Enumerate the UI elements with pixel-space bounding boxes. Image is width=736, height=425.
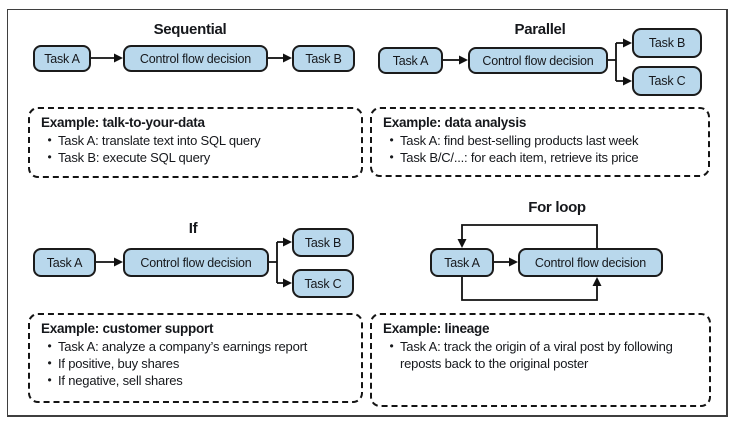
arrow-right-icon <box>283 278 292 288</box>
arrow-right-icon <box>509 257 518 267</box>
parallel-task-c-node: Task C <box>632 66 702 96</box>
example-title: Example: talk-to-your-data <box>41 115 205 130</box>
example-title: Example: data analysis <box>383 115 527 130</box>
forloop-title: For loop <box>528 199 586 216</box>
sequential-decision-node: Control flow decision <box>123 45 268 72</box>
arrow-right-icon <box>283 53 292 63</box>
forloop-task-a-node: Task A <box>430 248 494 277</box>
example-bullet: • Task A: find best-selling products las… <box>383 132 700 149</box>
arrow-down-icon <box>457 239 467 248</box>
example-title: Example: customer support <box>41 321 214 336</box>
figure-border-frame <box>7 9 728 417</box>
if-task-b-node: Task B <box>292 228 354 257</box>
if-task-c-node: Task C <box>292 269 354 298</box>
arrow-right-icon <box>114 53 123 63</box>
bullet-icon: • <box>47 339 52 353</box>
bullet-icon: • <box>47 356 52 370</box>
parallel-task-a-node: Task A <box>378 47 443 74</box>
if-task-a-node: Task A <box>33 248 96 277</box>
bullet-icon: • <box>389 150 394 164</box>
example-bullet: • Task A: track the origin of a viral po… <box>383 338 701 372</box>
sequential-task-a-node: Task A <box>33 45 91 72</box>
parallel-branch-lines <box>608 42 623 82</box>
sequential-title: Sequential <box>153 21 227 38</box>
parallel-title: Parallel <box>514 21 566 38</box>
example-box-data-analysis: Example: data analysis • Task A: find be… <box>370 107 710 177</box>
bullet-icon: • <box>389 133 394 147</box>
example-box-lineage: Example: lineage • Task A: track the ori… <box>370 313 711 407</box>
bullet-text: Task A: analyze a company’s earnings rep… <box>58 339 308 354</box>
arrow-right-icon <box>114 257 123 267</box>
if-title: If <box>188 220 198 237</box>
bullet-text: Task A: find best-selling products last … <box>400 133 639 148</box>
if-decision-node: Control flow decision <box>123 248 269 277</box>
forloop-decision-node: Control flow decision <box>518 248 663 277</box>
bullet-icon: • <box>389 339 394 353</box>
bullet-text: Task A: translate text into SQL query <box>58 133 261 148</box>
arrow-right-icon <box>623 76 632 86</box>
example-bullet: • If negative, sell shares <box>41 372 353 389</box>
parallel-decision-node: Control flow decision <box>468 47 608 74</box>
bullet-icon: • <box>47 150 52 164</box>
bullet-text: Task B: execute SQL query <box>58 150 211 165</box>
example-box-talk-to-your-data: Example: talk-to-your-data • Task A: tra… <box>28 107 363 178</box>
arrow-right-icon <box>283 237 292 247</box>
example-bullet: • If positive, buy shares <box>41 355 353 372</box>
bullet-icon: • <box>47 373 52 387</box>
forloop-bottom-rail <box>461 277 598 301</box>
arrow-right-icon <box>459 55 468 65</box>
example-box-customer-support: Example: customer support • Task A: anal… <box>28 313 363 403</box>
example-bullet: • Task B: execute SQL query <box>41 149 353 166</box>
bullet-text: Task A: track the origin of a viral post… <box>400 339 673 371</box>
example-title: Example: lineage <box>383 321 490 336</box>
arrow-up-icon <box>592 277 602 286</box>
bullet-text: If positive, buy shares <box>58 356 180 371</box>
forloop-top-rail <box>461 224 598 248</box>
bullet-icon: • <box>47 133 52 147</box>
example-bullet: • Task A: analyze a company’s earnings r… <box>41 338 353 355</box>
parallel-task-b-node: Task B <box>632 28 702 58</box>
arrow-right-icon <box>623 38 632 48</box>
example-bullet: • Task B/C/...: for each item, retrieve … <box>383 149 700 166</box>
sequential-task-b-node: Task B <box>292 45 355 72</box>
example-bullet: • Task A: translate text into SQL query <box>41 132 353 149</box>
if-branch-lines <box>269 241 283 284</box>
bullet-text: Task B/C/...: for each item, retrieve it… <box>400 150 639 165</box>
bullet-text: If negative, sell shares <box>58 373 183 388</box>
